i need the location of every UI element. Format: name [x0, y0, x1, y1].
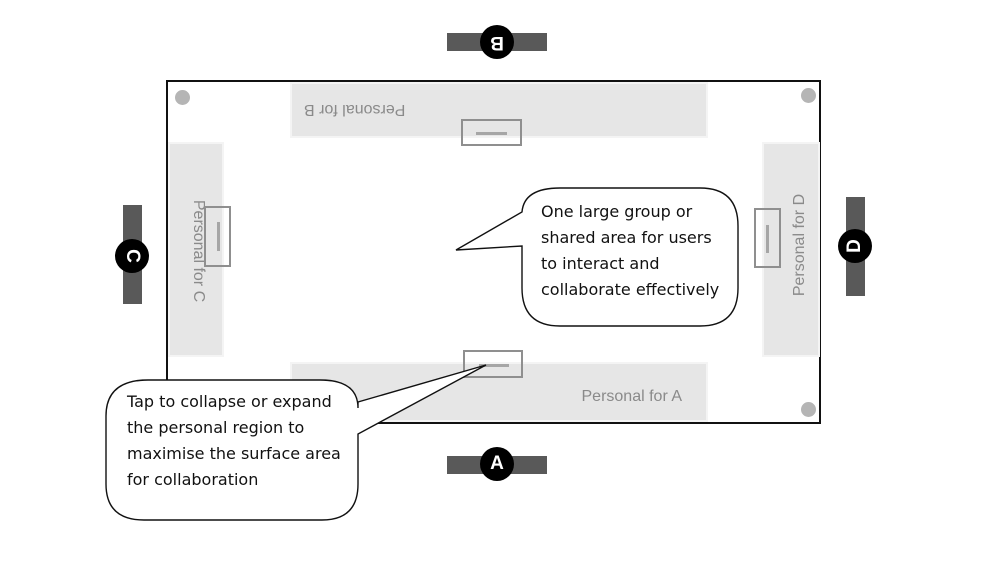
shared-area-callout-line: to interact and	[541, 254, 660, 273]
handle-grip-d	[766, 225, 769, 253]
handle-grip-c	[217, 222, 220, 251]
collapse-handle-a[interactable]	[463, 350, 523, 378]
shared-area-callout-line: collaborate effectively	[541, 280, 720, 299]
corner-dot-bottom-right	[801, 402, 816, 417]
user-a-marker: A	[480, 447, 514, 481]
handle-grip-a	[479, 364, 509, 367]
corner-dot-top-left	[175, 90, 190, 105]
shared-area-callout-line: shared area for users	[541, 228, 712, 247]
personal-region-c: Personal for C	[168, 142, 224, 357]
shared-area-callout-line: One large group or	[541, 202, 693, 221]
handle-grip-b	[476, 132, 507, 135]
corner-dot-top-right	[801, 88, 816, 103]
personal-region-a-label: Personal for A	[581, 388, 683, 405]
personal-region-b: Personal for B	[290, 82, 708, 138]
toggle-callout-line: for collaboration	[127, 470, 259, 489]
toggle-callout-bubble	[105, 364, 487, 521]
toggle-callout-line: maximise the surface area	[127, 444, 341, 463]
collapse-handle-c[interactable]	[204, 206, 231, 267]
collapse-handle-b[interactable]	[461, 119, 522, 146]
collapse-handle-d[interactable]	[754, 208, 781, 268]
toggle-callout-text: Tap to collapse or expand the personal r…	[127, 389, 341, 493]
personal-region-d: Personal for D	[762, 142, 820, 357]
toggle-callout-line: Tap to collapse or expand	[127, 392, 332, 411]
shared-area-callout-text: One large group or shared area for users…	[541, 199, 719, 303]
shared-area-callout-bubble	[455, 187, 739, 327]
toggle-callout-line: the personal region to	[127, 418, 305, 437]
